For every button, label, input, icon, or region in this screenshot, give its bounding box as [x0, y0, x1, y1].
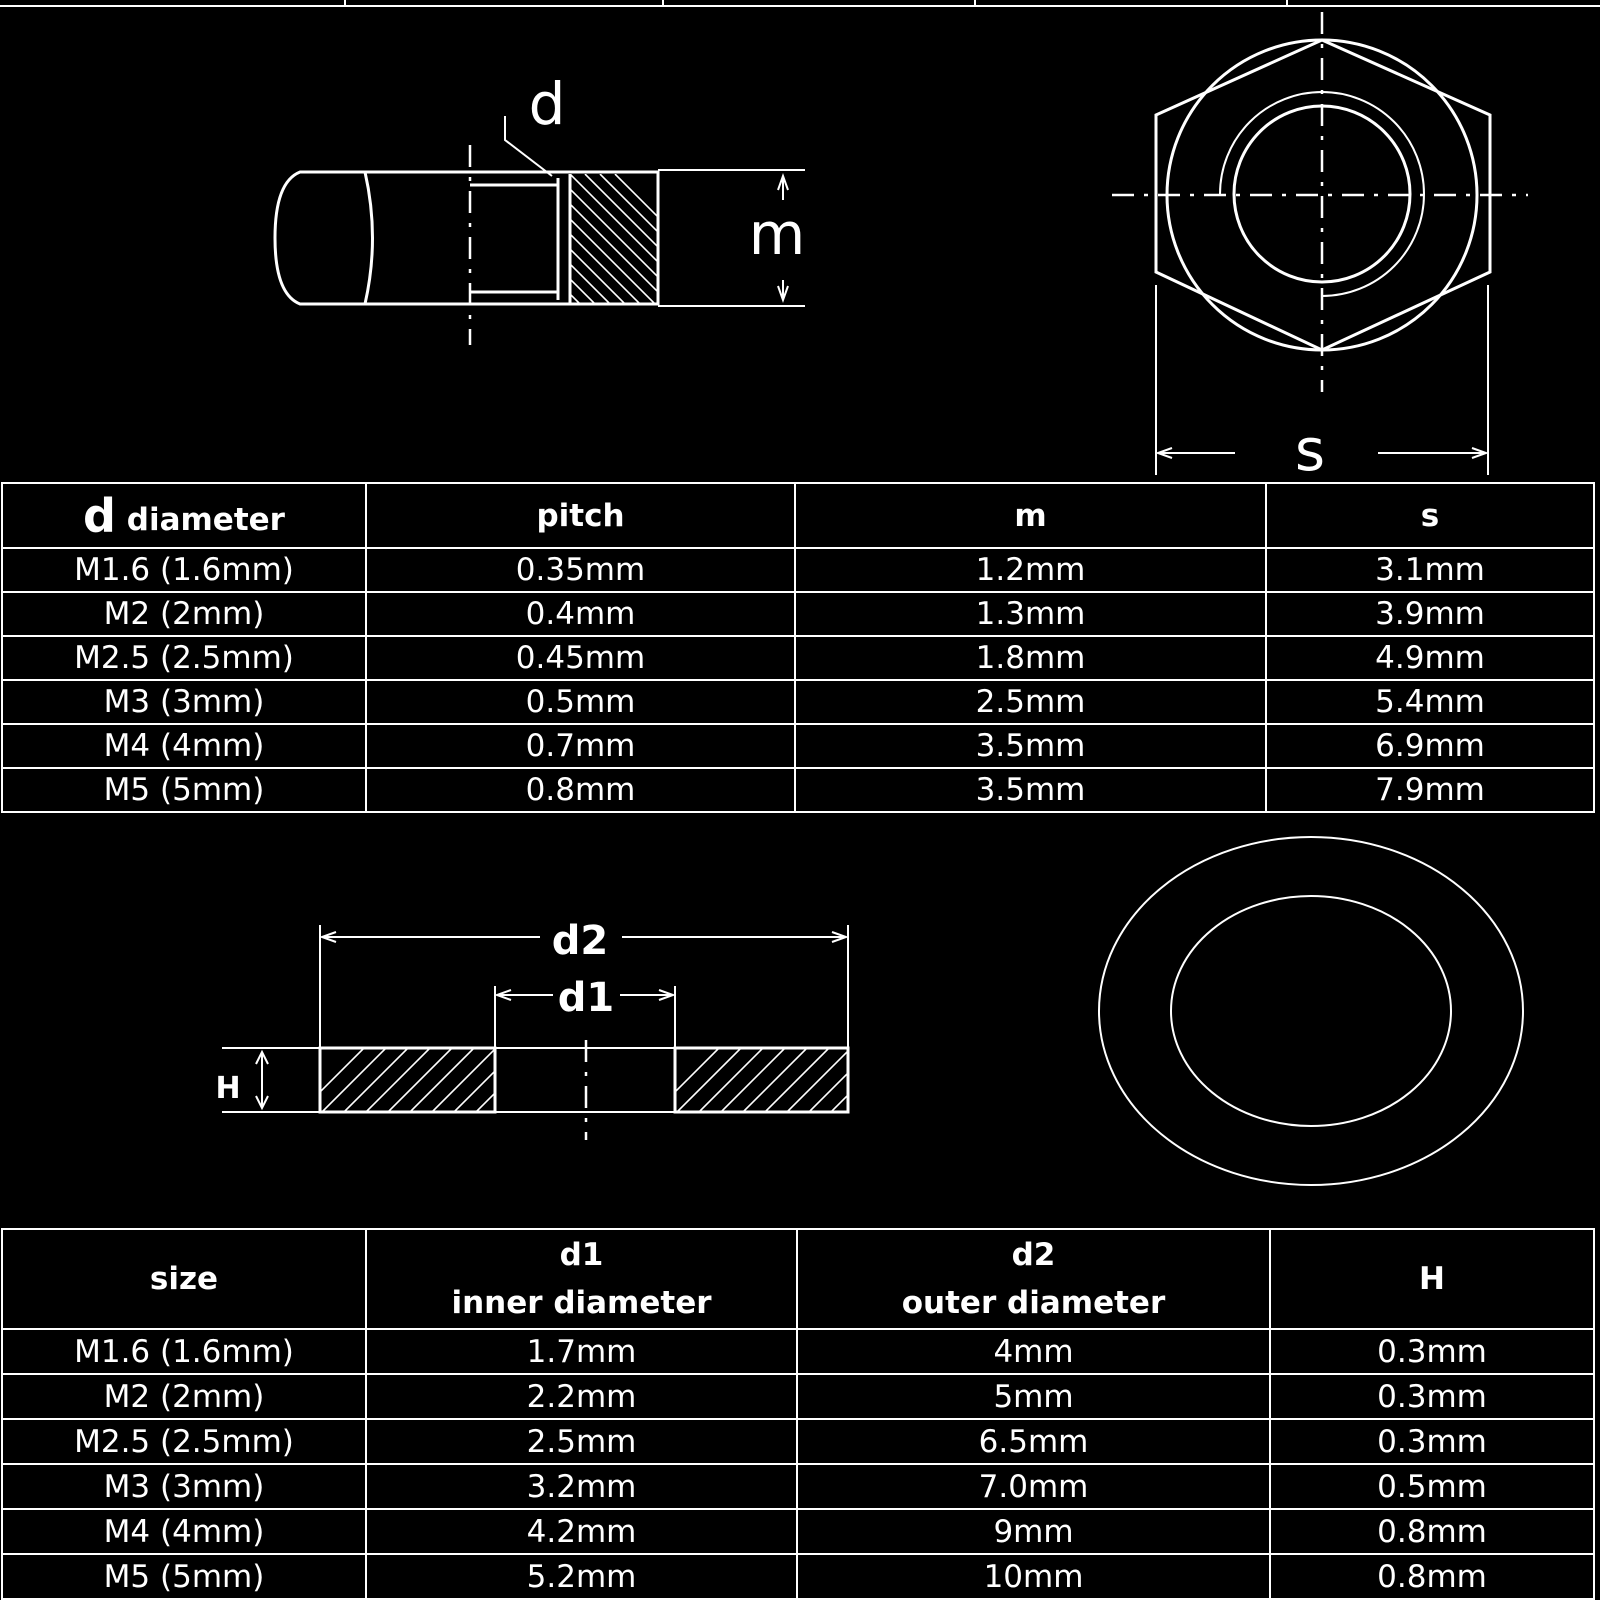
header-d-letter: d — [83, 488, 116, 543]
cell-size: M2 (2mm) — [1, 591, 367, 637]
header-m: m — [794, 482, 1267, 549]
cell-h: 0.5mm — [1269, 1463, 1595, 1510]
table-row: M2.5 (2.5mm) 2.5mm 6.5mm 0.3mm — [1, 1418, 1595, 1465]
cell-size: M3 (3mm) — [1, 679, 367, 725]
table-row: M3 (3mm) 3.2mm 7.0mm 0.5mm — [1, 1463, 1595, 1510]
cell-s: 6.9mm — [1265, 723, 1595, 769]
header-s: s — [1265, 482, 1595, 549]
washer-top-view — [1098, 836, 1524, 1186]
cell-size: M2.5 (2.5mm) — [1, 1418, 367, 1465]
header-d-diameter: d diameter — [1, 482, 367, 549]
cell-size: M3 (3mm) — [1, 1463, 367, 1510]
cell-h: 0.8mm — [1269, 1508, 1595, 1555]
header-d1-sub: inner diameter — [451, 1285, 712, 1321]
cell-size: M4 (4mm) — [1, 723, 367, 769]
cell-s: 3.9mm — [1265, 591, 1595, 637]
cell-s: 3.1mm — [1265, 547, 1595, 593]
label-m: m — [749, 200, 806, 268]
header-d1-label: d1 — [559, 1237, 604, 1273]
cell-m: 3.5mm — [794, 767, 1267, 813]
table-row: M3 (3mm) 0.5mm 2.5mm 5.4mm — [1, 679, 1595, 725]
table-row: M4 (4mm) 4.2mm 9mm 0.8mm — [1, 1508, 1595, 1555]
washer-table-header: size d1 inner diameter d2 outer diameter H — [1, 1228, 1595, 1330]
header-d2-sub: outer diameter — [901, 1285, 1166, 1321]
cell-m: 3.5mm — [794, 723, 1267, 769]
nut-table-header: d diameter pitch m s — [1, 482, 1595, 549]
washer-spec-table: size d1 inner diameter d2 outer diameter H… — [1, 1228, 1595, 1600]
nut-spec-table: d diameter pitch m s M1.6 (1.6mm) 0.35mm… — [1, 482, 1595, 813]
table-row: M2.5 (2.5mm) 0.45mm 1.8mm 4.9mm — [1, 635, 1595, 681]
header-d1: d1 inner diameter — [365, 1228, 798, 1330]
cell-m: 2.5mm — [794, 679, 1267, 725]
header-d-word: diameter — [126, 501, 285, 538]
label-d2: d2 — [552, 918, 608, 964]
cell-pitch: 0.4mm — [365, 591, 796, 637]
cell-pitch: 0.45mm — [365, 635, 796, 681]
table-row: M5 (5mm) 0.8mm 3.5mm 7.9mm — [1, 767, 1595, 813]
label-h: H — [215, 1071, 240, 1106]
cell-h: 0.8mm — [1269, 1553, 1595, 1600]
cell-m: 1.2mm — [794, 547, 1267, 593]
table-row: M4 (4mm) 0.7mm 3.5mm 6.9mm — [1, 723, 1595, 769]
cell-m: 1.3mm — [794, 591, 1267, 637]
table-row: M1.6 (1.6mm) 1.7mm 4mm 0.3mm — [1, 1328, 1595, 1375]
cell-size: M5 (5mm) — [1, 1553, 367, 1600]
washer-section-view: d2 d1 H — [215, 918, 850, 1140]
cell-size: M1.6 (1.6mm) — [1, 547, 367, 593]
header-d2-label: d2 — [1011, 1237, 1056, 1273]
cell-d2: 10mm — [796, 1553, 1271, 1600]
header-size: size — [1, 1228, 367, 1330]
label-d1: d1 — [558, 975, 614, 1021]
label-s: s — [1295, 416, 1325, 484]
cell-size: M1.6 (1.6mm) — [1, 1328, 367, 1375]
cell-h: 0.3mm — [1269, 1373, 1595, 1420]
cell-size: M2.5 (2.5mm) — [1, 635, 367, 681]
cell-d2: 4mm — [796, 1328, 1271, 1375]
cell-d2: 6.5mm — [796, 1418, 1271, 1465]
cell-d1: 3.2mm — [365, 1463, 798, 1510]
cell-d1: 5.2mm — [365, 1553, 798, 1600]
nut-side-view: d m — [273, 70, 806, 345]
header-d2: d2 outer diameter — [796, 1228, 1271, 1330]
cell-d2: 9mm — [796, 1508, 1271, 1555]
label-d: d — [529, 70, 566, 138]
cell-s: 5.4mm — [1265, 679, 1595, 725]
cell-d1: 2.2mm — [365, 1373, 798, 1420]
cell-s: 7.9mm — [1265, 767, 1595, 813]
table-row: M5 (5mm) 5.2mm 10mm 0.8mm — [1, 1553, 1595, 1600]
table-row: M1.6 (1.6mm) 0.35mm 1.2mm 3.1mm — [1, 547, 1595, 593]
cell-pitch: 0.5mm — [365, 679, 796, 725]
table-row: M2 (2mm) 0.4mm 1.3mm 3.9mm — [1, 591, 1595, 637]
cell-m: 1.8mm — [794, 635, 1267, 681]
nut-top-view: s — [1112, 12, 1528, 484]
table-row: M2 (2mm) 2.2mm 5mm 0.3mm — [1, 1373, 1595, 1420]
cell-d1: 2.5mm — [365, 1418, 798, 1465]
cell-pitch: 0.7mm — [365, 723, 796, 769]
cell-h: 0.3mm — [1269, 1418, 1595, 1465]
cell-pitch: 0.35mm — [365, 547, 796, 593]
cell-d1: 1.7mm — [365, 1328, 798, 1375]
cell-size: M5 (5mm) — [1, 767, 367, 813]
cell-d2: 5mm — [796, 1373, 1271, 1420]
header-pitch: pitch — [365, 482, 796, 549]
cell-d2: 7.0mm — [796, 1463, 1271, 1510]
cell-size: M2 (2mm) — [1, 1373, 367, 1420]
cell-pitch: 0.8mm — [365, 767, 796, 813]
cell-h: 0.3mm — [1269, 1328, 1595, 1375]
header-h: H — [1269, 1228, 1595, 1330]
cell-d1: 4.2mm — [365, 1508, 798, 1555]
cell-size: M4 (4mm) — [1, 1508, 367, 1555]
cell-s: 4.9mm — [1265, 635, 1595, 681]
top-border — [0, 0, 1600, 7]
